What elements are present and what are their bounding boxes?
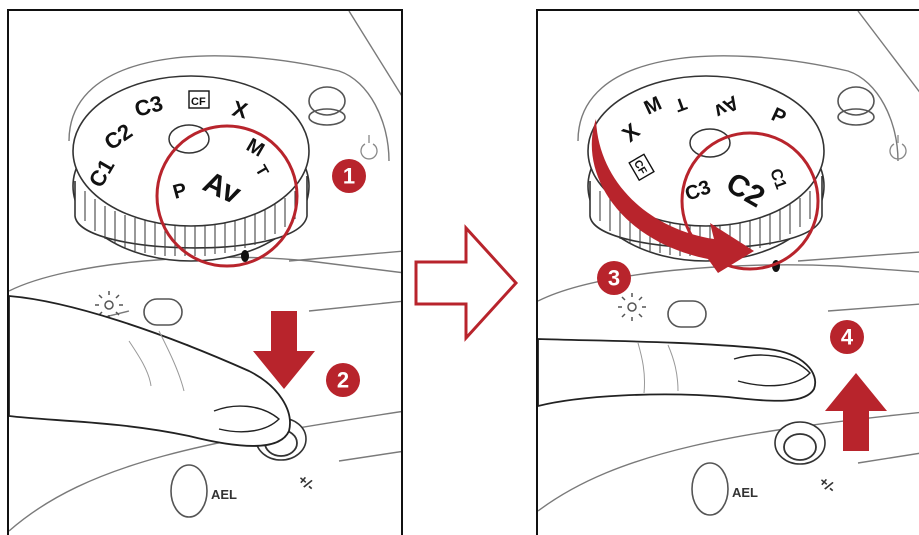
- panel-right: AEL CF X M T Av P C1 C2 C3: [536, 9, 919, 535]
- exposure-button: [775, 422, 825, 464]
- step-number-1: 1: [343, 164, 355, 189]
- camera-edge-line: [349, 11, 403, 101]
- dial-index-mark: [241, 250, 249, 262]
- left-illustration: AEL C1 C2 C3 CF X M T Av P: [9, 11, 403, 535]
- dial-center-lock: [690, 129, 730, 157]
- power-icon: [361, 135, 377, 159]
- ael-label: AEL: [732, 485, 758, 500]
- dial-mode-cf: CF: [191, 96, 206, 108]
- sun-icon: [618, 293, 646, 321]
- right-outline-arrow-icon: [410, 224, 522, 342]
- small-toggle: [144, 299, 182, 325]
- lcd-edge: [289, 251, 403, 261]
- ael-button: [692, 463, 728, 515]
- exposure-label: +/-: [816, 473, 839, 496]
- step-number-4: 4: [841, 325, 854, 350]
- mode-dial: C1 C2 C3 CF X M T Av P: [73, 76, 309, 262]
- lcd-edge: [798, 251, 919, 261]
- down-arrow-icon: [253, 311, 315, 389]
- small-toggle: [668, 301, 706, 327]
- exposure-label: +/-: [295, 471, 318, 494]
- panel-left: AEL C1 C2 C3 CF X M T Av P: [7, 9, 403, 535]
- ael-label: AEL: [211, 487, 237, 502]
- ael-button: [171, 465, 207, 517]
- step-number-2: 2: [337, 368, 349, 393]
- right-illustration: AEL CF X M T Av P C1 C2 C3: [538, 11, 919, 535]
- step-number-3: 3: [608, 266, 620, 291]
- up-arrow-icon: [825, 373, 887, 451]
- camera-plate-line: [538, 265, 919, 301]
